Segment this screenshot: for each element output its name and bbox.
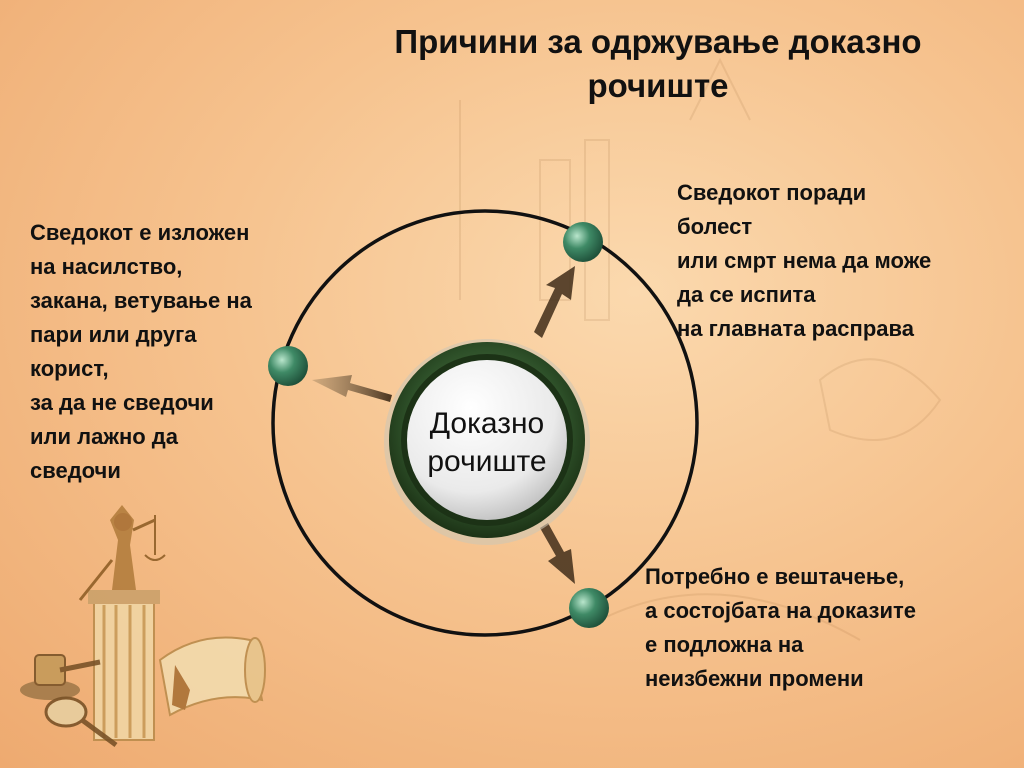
note-top-right-line: болест — [677, 214, 753, 239]
note-bottom-right-line: е подложна на — [645, 632, 804, 657]
note-bottom-right-line: а состојбата на доказите — [645, 598, 916, 623]
title-line-2: рочиште — [587, 67, 729, 104]
note-left-line: сведочи — [30, 458, 121, 483]
arrow-to-top-right — [534, 266, 575, 338]
note-top-right: Сведокот поради болест или смрт нема да … — [677, 176, 931, 346]
arrow-to-left — [312, 375, 392, 402]
note-left-line: закана, ветување на — [30, 288, 252, 313]
node-left — [268, 346, 308, 386]
note-bottom-right-line: Потребно е вештачење, — [645, 564, 905, 589]
center-hub — [384, 339, 590, 545]
node-top-right — [563, 222, 603, 262]
note-left-line: пари или друга — [30, 322, 197, 347]
note-left-line: корист, — [30, 356, 109, 381]
note-bottom-right: Потребно е вештачење, а состојбата на до… — [645, 560, 916, 696]
title-line-1: Причини за одржување доказно — [394, 23, 922, 60]
note-left-line: Сведокот е изложен — [30, 220, 250, 245]
note-left-line: или лажно да — [30, 424, 178, 449]
gavel-icon — [20, 654, 101, 700]
page-title: Причини за одржување доказно рочиште — [300, 20, 1016, 108]
arrow-to-bottom-right — [540, 523, 575, 584]
note-left: Сведокот е изложен на насилство, закана,… — [30, 216, 252, 488]
center-label-line-1: Доказно — [429, 407, 545, 440]
note-top-right-line: да се испита — [677, 282, 816, 307]
center-label-line-2: рочиште — [427, 445, 547, 478]
center-label: Доказно рочиште — [404, 360, 570, 526]
lady-justice-statue-icon — [78, 505, 166, 741]
note-left-line: за да не сведочи — [30, 390, 214, 415]
note-top-right-line: на главната расправа — [677, 316, 914, 341]
scroll-icon — [158, 636, 266, 717]
note-left-line: на насилство, — [30, 254, 183, 279]
orbit-ring — [271, 209, 699, 637]
note-bottom-right-line: неизбежни промени — [645, 666, 864, 691]
note-top-right-line: или смрт нема да може — [677, 248, 932, 273]
node-bottom-right — [569, 588, 609, 628]
magnifier-icon — [44, 696, 118, 748]
note-top-right-line: Сведокот поради — [677, 180, 867, 205]
